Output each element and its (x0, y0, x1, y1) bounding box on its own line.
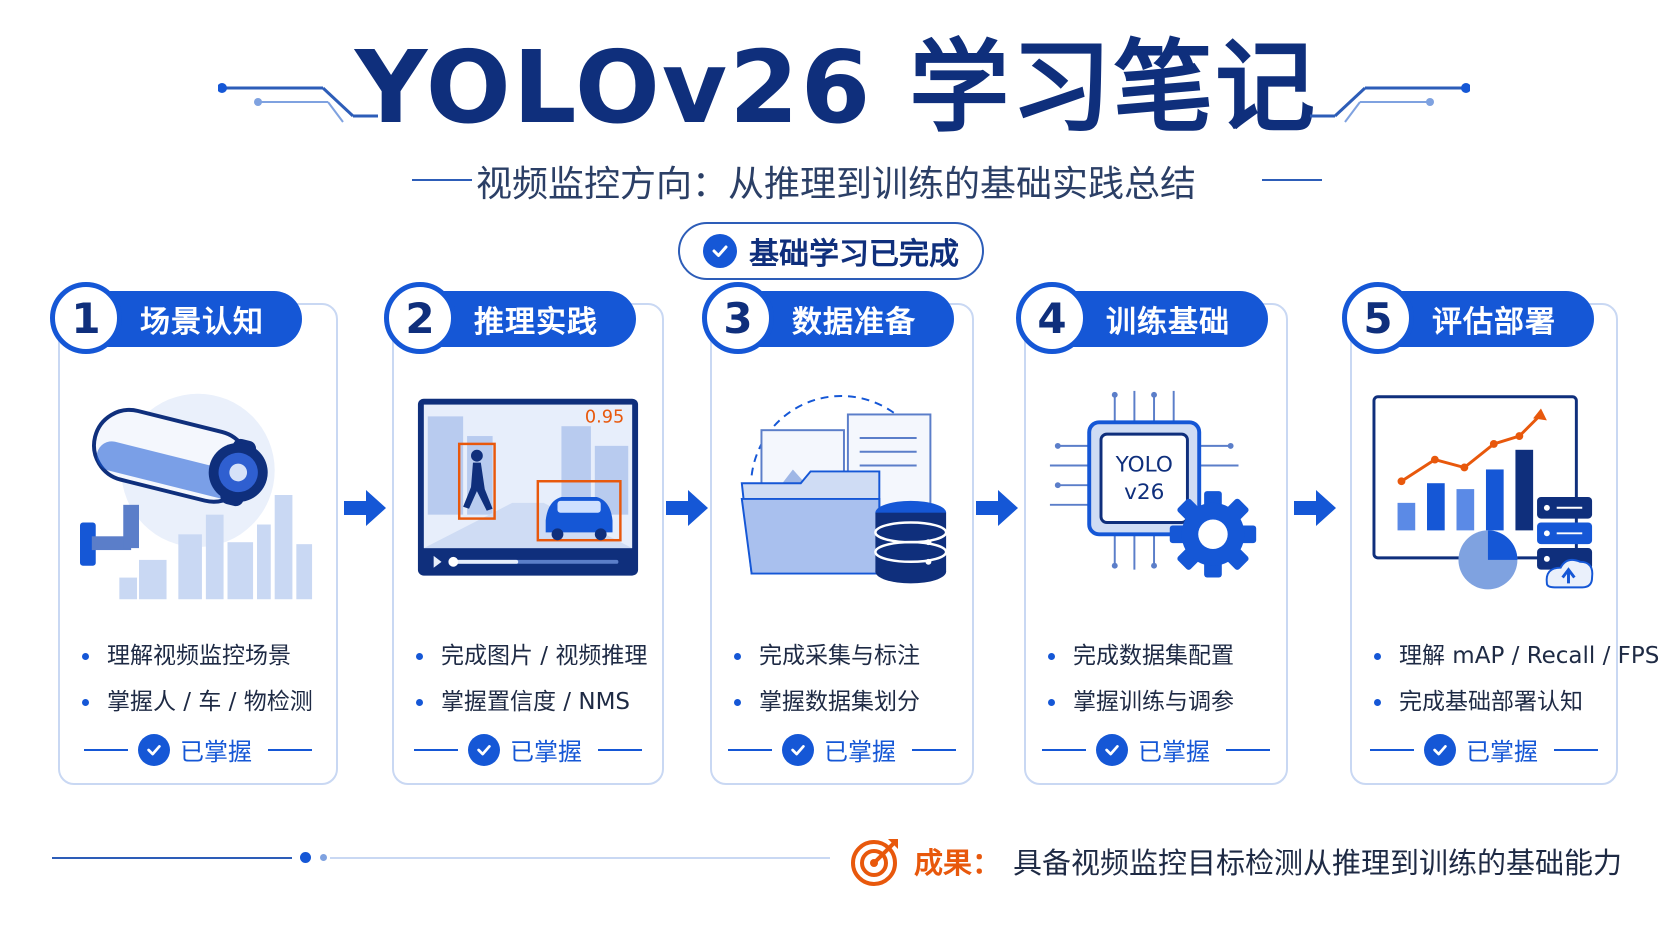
mastered-status: 已掌握 (1352, 732, 1616, 767)
step-title: 推理实践 (474, 305, 598, 340)
step-bullets: 完成图片 / 视频推理 掌握置信度 / NMS (416, 633, 647, 725)
footer-dot (300, 852, 311, 863)
mastered-status: 已掌握 (60, 732, 336, 767)
target-icon (851, 839, 898, 886)
completion-badge: 基础学习已完成 (678, 222, 984, 280)
bullet-item: 掌握训练与调参 (1048, 679, 1234, 725)
step-number: 2 (384, 282, 456, 354)
page-title: YOLOv26 学习笔记 (354, 29, 1318, 146)
step-number: 5 (1342, 282, 1414, 354)
folder-icon (740, 395, 948, 584)
step-card-1: 1 场景认知 理解视频监控场景 掌握人 / 车 / 物检测 已掌握 (50, 282, 338, 785)
footer-line-right (330, 857, 830, 859)
step-card-2: 2 推理实践 0.95 完成图片 / 视频推理 掌握置信度 / NMS 已掌握 (384, 282, 664, 785)
camera-icon (80, 393, 313, 600)
bullet-item: 理解 mAP / Recall / FPS (1374, 633, 1659, 679)
step-header-3: 3 数据准备 (702, 282, 954, 354)
step-card-5: 5 评估部署 理解 mAP / Recall / FPS 完成基础部署认知 (1342, 282, 1659, 785)
step-bullets: 理解 mAP / Recall / FPS 完成基础部署认知 (1374, 633, 1659, 725)
check-icon (703, 234, 737, 268)
bullet-item: 完成采集与标注 (734, 633, 920, 679)
bullet-item: 掌握数据集划分 (734, 679, 920, 725)
step-title: 评估部署 (1432, 305, 1556, 340)
check-icon (1096, 733, 1128, 766)
mastered-status: 已掌握 (1026, 732, 1286, 767)
badge-label: 基础学习已完成 (749, 237, 959, 272)
chip-icon: YOLO v26 (1049, 390, 1257, 578)
mastered-label: 已掌握 (510, 738, 582, 766)
database-icon (712, 305, 713, 306)
step-title: 数据准备 (792, 305, 916, 340)
chip-label-line1: YOLO (1115, 452, 1173, 477)
result-text: 具备视频监控目标检测从推理到训练的基础能力 (1013, 846, 1623, 880)
server-icon (1537, 496, 1594, 589)
step-bullets: 完成采集与标注 掌握数据集划分 (734, 633, 920, 725)
result-summary: 成果： 具备视频监控目标检测从推理到训练的基础能力 (850, 835, 1622, 887)
step-header-1: 1 场景认知 (50, 282, 302, 354)
result-label: 成果： (914, 846, 1002, 880)
step-header-4: 4 训练基础 (1016, 282, 1268, 354)
footer-line-left (52, 857, 292, 859)
mastered-label: 已掌握 (1466, 738, 1538, 766)
arrow-right-icon (976, 490, 1018, 526)
arrow-right-icon (344, 490, 386, 526)
bullet-item: 完成数据集配置 (1048, 633, 1234, 679)
arrow-right-icon (666, 490, 708, 526)
page-subtitle: 视频监控方向：从推理到训练的基础实践总结 (475, 164, 1196, 205)
step-title: 场景认知 (140, 305, 264, 340)
check-icon (138, 733, 170, 766)
footer-dot (320, 854, 327, 861)
chart-icon (1372, 395, 1594, 590)
step-card-3: 3 数据准备 完成采集与标注 掌握数据集划分 已掌握 (702, 282, 974, 785)
mastered-label: 已掌握 (824, 738, 896, 766)
video-frame-icon: 0.95 (417, 398, 639, 576)
bullet-item: 完成基础部署认知 (1374, 679, 1659, 725)
step-header-2: 2 推理实践 (384, 282, 636, 354)
arrow-right-icon (1294, 490, 1336, 526)
bullet-item: 完成图片 / 视频推理 (416, 633, 647, 679)
step-number: 1 (50, 282, 122, 354)
step-bullets: 理解视频监控场景 掌握人 / 车 / 物检测 (82, 633, 313, 725)
bullet-item: 掌握置信度 / NMS (416, 679, 647, 725)
step-bullets: 完成数据集配置 掌握训练与调参 (1048, 633, 1234, 725)
circuit-decoration-right (1310, 83, 1470, 123)
circuit-decoration-left (218, 83, 378, 123)
step-header-5: 5 评估部署 (1342, 282, 1594, 354)
subtitle-line-right (1262, 179, 1322, 181)
step-title: 训练基础 (1106, 305, 1230, 340)
bullet-item: 理解视频监控场景 (82, 633, 313, 679)
check-icon (782, 733, 814, 766)
check-icon (1424, 733, 1456, 766)
confidence-score: 0.95 (585, 407, 624, 427)
mastered-label: 已掌握 (180, 738, 252, 766)
chip-label-line2: v26 (1124, 480, 1164, 505)
gear-icon (1169, 491, 1257, 578)
step-number: 3 (702, 282, 774, 354)
check-icon (468, 733, 500, 766)
step-card-4: 4 训练基础 YOLO v26 完成数据集配置 掌握训练与调参 (1016, 282, 1288, 785)
mastered-label: 已掌握 (1138, 738, 1210, 766)
mastered-status: 已掌握 (712, 732, 972, 767)
step-number: 4 (1016, 282, 1088, 354)
subtitle-line-left (412, 179, 472, 181)
bullet-item: 掌握人 / 车 / 物检测 (82, 679, 313, 725)
mastered-status: 已掌握 (394, 732, 662, 767)
